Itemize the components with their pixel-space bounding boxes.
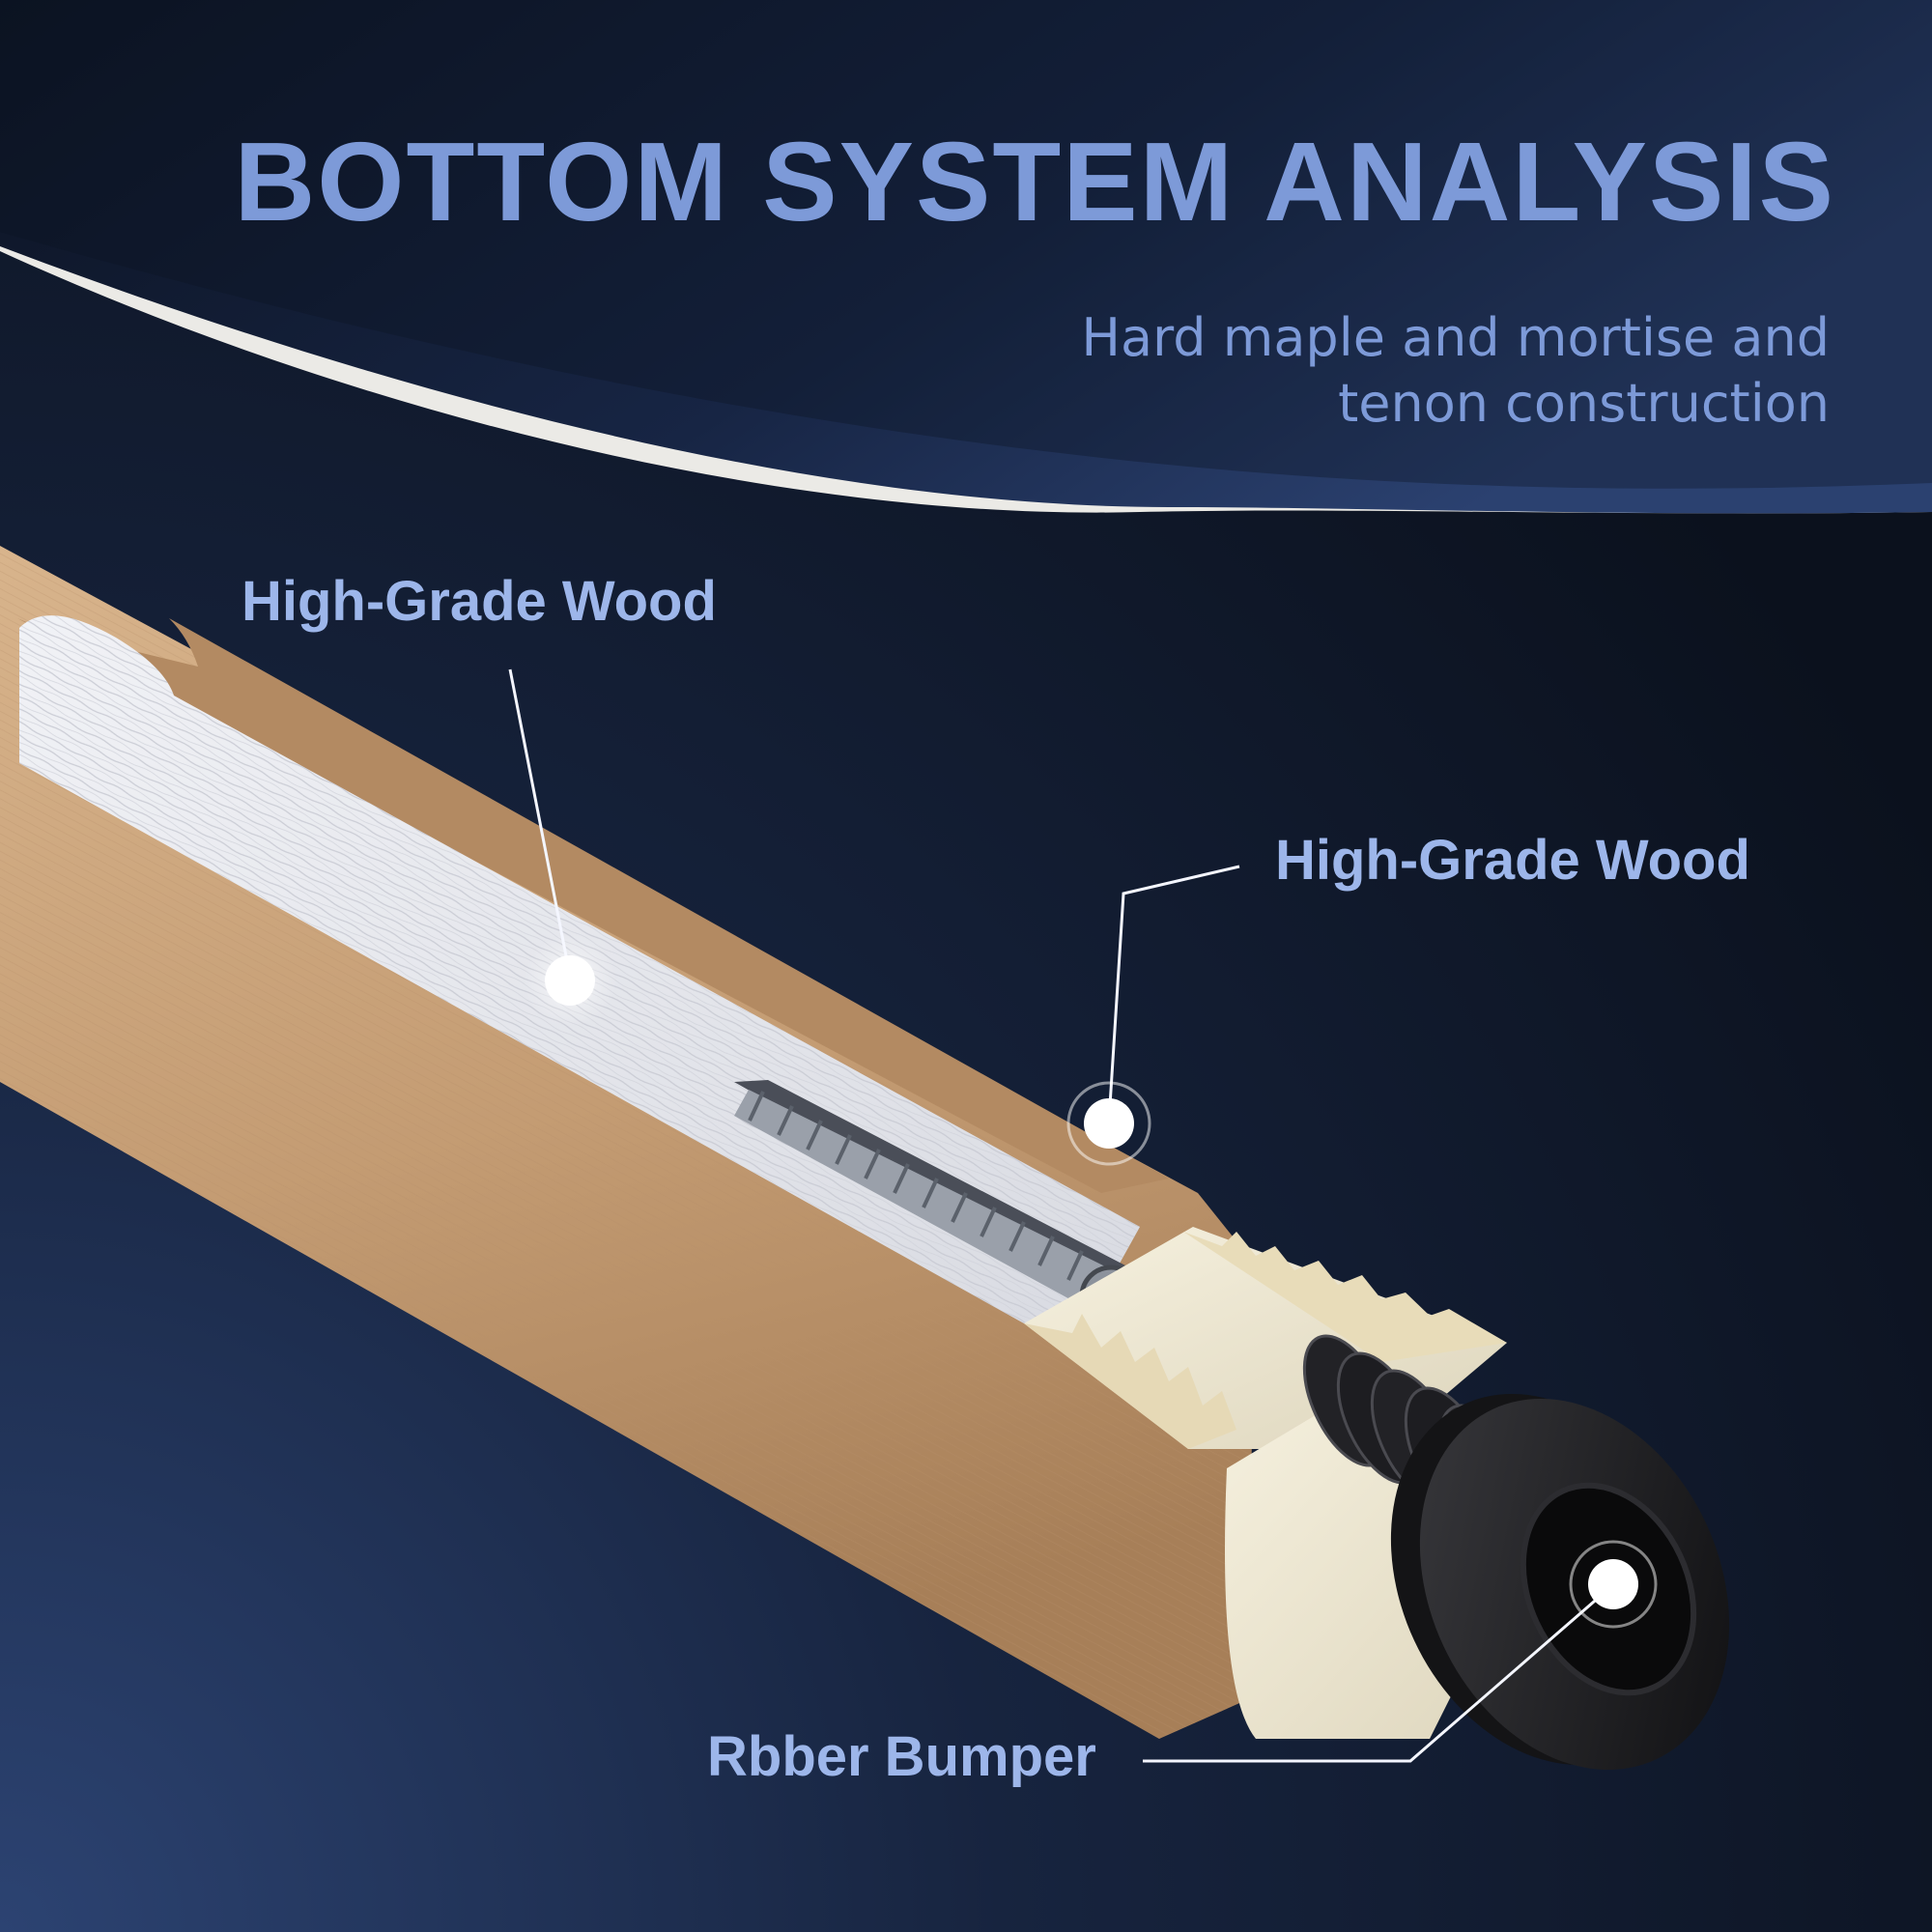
callout-label-rubber-bumper: Rbber Bumper [707,1725,1096,1788]
leader-line-3 [1143,1587,1609,1763]
leader-line-2 [1107,865,1240,1122]
marker-dot-3 [1588,1559,1638,1609]
marker-dot-2-ring [1066,1081,1151,1166]
marker-dot-2 [1084,1098,1134,1149]
callout-label-high-grade-wood-1: High-Grade Wood [242,570,717,633]
marker-dot-3-ring [1569,1540,1658,1629]
marker-dots [524,934,1658,1629]
rubber-bumper [1390,1393,1730,1771]
marker-dot-1 [545,955,595,1006]
page-title: BOTTOM SYSTEM ANALYSIS [234,119,1835,244]
header-band [0,0,1932,514]
callout-label-high-grade-wood-2: High-Grade Wood [1275,829,1750,892]
page-subtitle: Hard maple and mortise and tenon constru… [1081,307,1830,434]
leader-line-1 [508,668,572,977]
leader-lines [508,668,1609,1763]
thread-teeth-right [1183,1232,1507,1362]
channel-edge [17,618,1169,1193]
header-shade [0,0,1932,489]
cue-butt [0,546,1730,1771]
thread-teeth-left [1024,1314,1236,1449]
